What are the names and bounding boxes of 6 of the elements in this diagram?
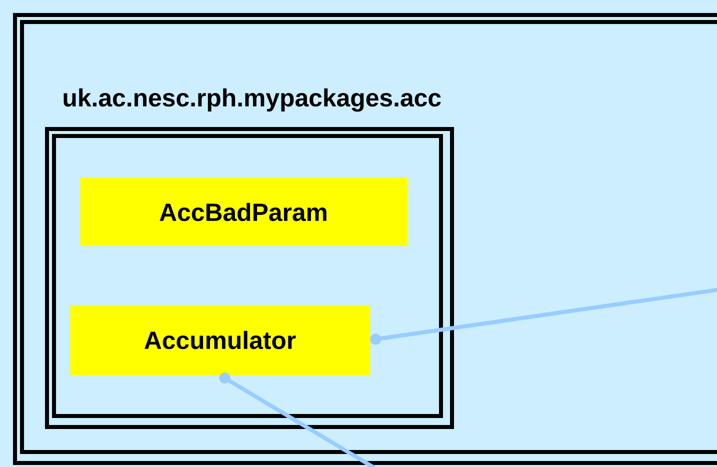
node-label: uk.ac.nesc.rph.mypackages.acc [64, 88, 441, 112]
connector-line [370, 286, 717, 345]
class-box: Accumulator [70, 305, 370, 375]
connector-line [219, 372, 380, 467]
frame-box [13, 13, 717, 465]
class-box: AccBadParam [80, 178, 407, 246]
